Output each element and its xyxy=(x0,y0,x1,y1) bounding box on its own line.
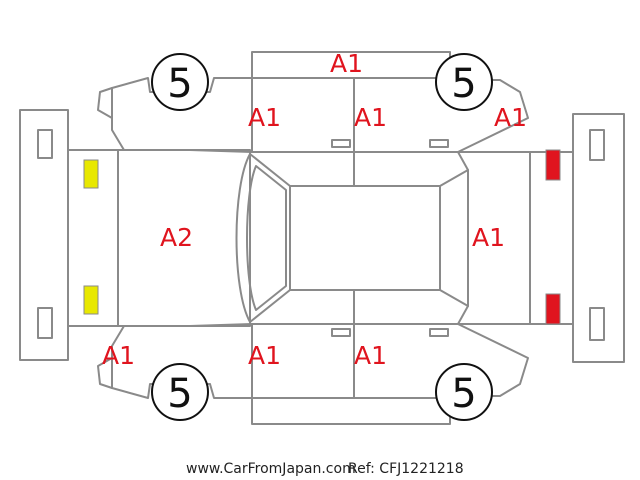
damage-code-roof-top: A1 xyxy=(330,49,363,78)
tire-rear-left: 5 xyxy=(435,53,493,111)
damage-code-front-right-door: A1 xyxy=(248,341,281,370)
tire-rating-front-left: 5 xyxy=(167,61,192,107)
roof-strip-bottom xyxy=(251,397,451,425)
tire-rear-right: 5 xyxy=(435,363,493,421)
damage-code-rear-right-door: A1 xyxy=(354,341,387,370)
damage-code-front-right-fender: A1 xyxy=(102,341,135,370)
damage-code-front-left-door: A1 xyxy=(248,103,281,132)
door-handle-front-right xyxy=(331,328,351,337)
damage-code-rear-glass: A1 xyxy=(472,223,505,252)
top-view-body xyxy=(67,149,573,327)
tire-rating-front-right: 5 xyxy=(167,371,192,417)
front-bumper xyxy=(19,109,69,361)
windshield xyxy=(235,153,291,323)
rear-glass-inner xyxy=(439,169,469,307)
mirror-icon xyxy=(97,357,113,389)
mirror-icon xyxy=(97,87,113,119)
rear-lamp-icon xyxy=(545,293,561,325)
footer-ref: Ref: CFJ1221218 xyxy=(348,461,464,477)
tire-icon xyxy=(151,53,209,111)
rear-lamp-icon xyxy=(545,149,561,181)
tire-front-right: 5 xyxy=(151,363,209,421)
door-handle-front-left xyxy=(331,139,351,148)
tire-icon xyxy=(151,363,209,421)
front-lamp-icon xyxy=(83,159,99,189)
footer-site: www.CarFromJapan.com xyxy=(186,461,356,477)
door-handle-rear-left xyxy=(429,139,449,148)
tire-rating-rear-left: 5 xyxy=(451,61,476,107)
damage-code-rear-left-door: A1 xyxy=(354,103,387,132)
rear-bumper xyxy=(572,113,625,363)
tire-icon xyxy=(435,363,493,421)
front-lamp-icon xyxy=(83,285,99,315)
tire-rating-rear-right: 5 xyxy=(451,371,476,417)
damage-code-rear-left-quarter: A1 xyxy=(494,103,527,132)
tire-icon xyxy=(435,53,493,111)
tire-front-left: 5 xyxy=(151,53,209,111)
roof-panel xyxy=(289,185,441,291)
door-handle-rear-right xyxy=(429,328,449,337)
damage-code-hood: A2 xyxy=(160,223,193,252)
